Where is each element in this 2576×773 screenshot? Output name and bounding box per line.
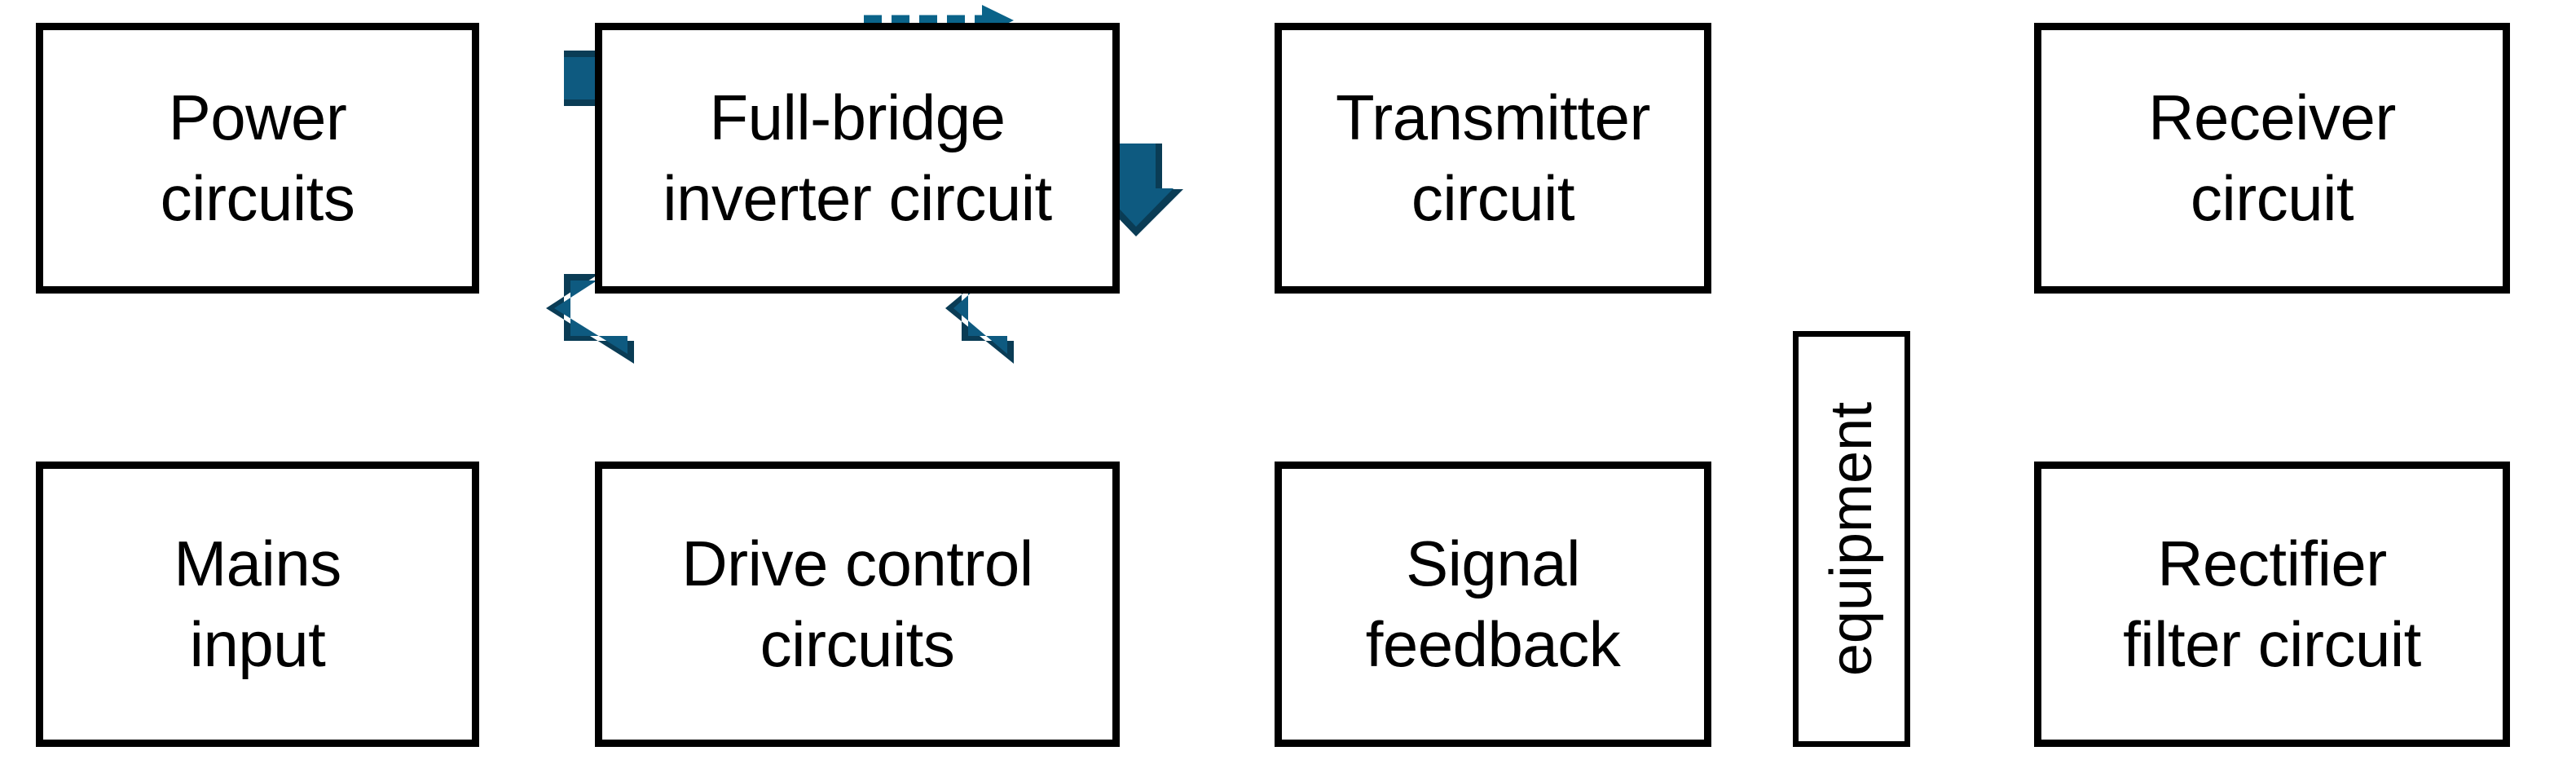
node-label-line: Mains: [174, 527, 341, 599]
node-mains-input[interactable]: Mains input: [36, 462, 479, 747]
node-label-line: circuit: [2190, 162, 2354, 234]
node-label-line: Rectifier: [2157, 527, 2387, 599]
node-label-line: Transmitter: [1336, 81, 1651, 153]
node-signal-feedback[interactable]: Signal feedback: [1275, 462, 1711, 747]
node-label-line: Power: [168, 81, 347, 153]
node-label-line: Drive control: [681, 527, 1033, 599]
node-label-line: input: [189, 608, 326, 680]
node-label-line: Signal: [1406, 527, 1580, 599]
node-label-line: inverter circuit: [663, 162, 1052, 234]
node-power-circuits[interactable]: Power circuits: [36, 23, 479, 294]
node-label-line: circuit: [1411, 162, 1575, 234]
node-full-bridge-inverter-circuit[interactable]: Full-bridge inverter circuit: [595, 23, 1120, 294]
node-transmitter-circuit[interactable]: Transmitter circuit: [1275, 23, 1711, 294]
node-equipment[interactable]: equipment: [1793, 331, 1910, 747]
node-label-line: Receiver: [2148, 81, 2396, 153]
node-label-line: equipment: [1819, 401, 1885, 677]
node-drive-control-circuits[interactable]: Drive control circuits: [595, 462, 1120, 747]
node-rectifier-filter-circuit[interactable]: Rectifier filter circuit: [2034, 462, 2510, 747]
node-label-line: Full-bridge: [709, 81, 1006, 153]
node-label-line: circuits: [760, 608, 955, 680]
node-label-line: circuits: [160, 162, 355, 234]
node-receiver-circuit[interactable]: Receiver circuit: [2034, 23, 2510, 294]
node-label-line: feedback: [1365, 608, 1621, 680]
arrow-signal-to-drive: [546, 251, 634, 364]
node-label-line: filter circuit: [2123, 608, 2421, 680]
